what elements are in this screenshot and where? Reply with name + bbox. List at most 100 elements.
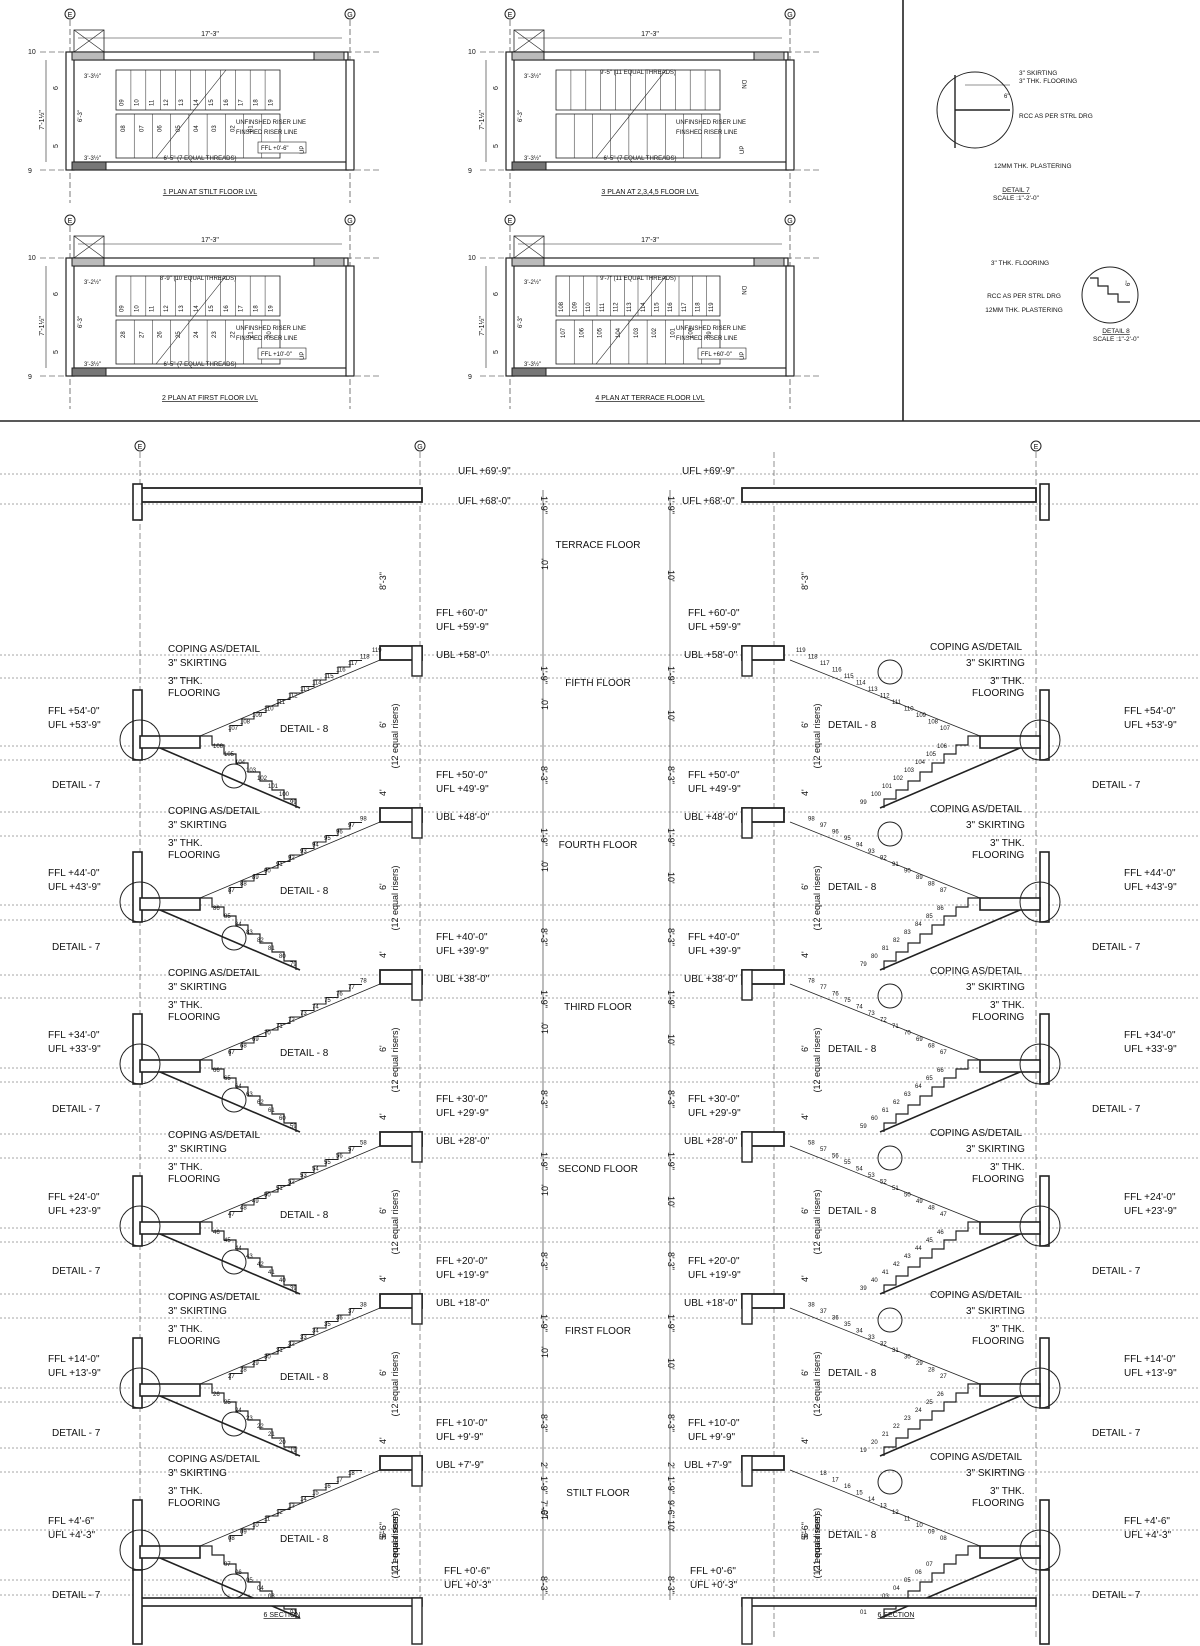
tread-number-upper: 14 <box>194 99 200 106</box>
beam-left <box>411 1131 423 1163</box>
wall-left <box>132 1175 143 1247</box>
flight-lower <box>555 113 721 159</box>
detail-7-label-left: DETAIL - 7 <box>52 942 101 953</box>
flight-line-right-upper <box>789 1469 981 1547</box>
stilt-dim-2-left: 2' <box>539 1462 549 1469</box>
coping-note-right: COPING AS/DETAIL <box>930 966 1022 977</box>
tread-number-lower-left: 45 <box>224 1238 231 1244</box>
tread-number-lower-left: 64 <box>235 1084 242 1090</box>
tread-number-lower-right: 20 <box>871 1440 878 1446</box>
detail-7-circle-left <box>119 1043 161 1085</box>
tread-number-lower-right: 84 <box>915 922 922 928</box>
tread-number-upper-left: 111 <box>276 700 286 706</box>
dim-6-right: 6' <box>800 1207 810 1214</box>
flight-line-right-upper <box>789 1145 981 1223</box>
tread-number-upper: 13 <box>179 305 185 312</box>
tread-number-upper-right: 67 <box>940 1050 947 1056</box>
dim-4-right: 4' <box>800 1113 810 1120</box>
detail-8-circle-left <box>221 1087 247 1113</box>
tread-number-upper-right: 109 <box>916 713 927 719</box>
tread-number-lower-left: 66 <box>213 1068 220 1074</box>
dim-6-left: 6' <box>378 1531 388 1538</box>
beam-right <box>741 1293 753 1325</box>
detail-8-circle-right <box>877 659 903 685</box>
tread-number-lower-left: 86 <box>213 906 220 912</box>
tread-number-lower-right: 85 <box>926 914 933 920</box>
tread-number-upper-left: 98 <box>360 817 367 823</box>
tread-number-lower-right: 41 <box>882 1270 889 1276</box>
tread-number-upper-left: 93 <box>300 849 307 855</box>
mid-ffl-right: FFL +34'-0" <box>1124 1030 1176 1041</box>
tread-number-upper-left: 107 <box>228 726 239 732</box>
tread-number-upper-left: 112 <box>288 694 298 700</box>
row-label-9: 9 <box>28 374 32 381</box>
cut-line <box>155 275 227 365</box>
tread-number-upper-right: 53 <box>868 1173 875 1179</box>
dim-width: 17'-3" <box>201 237 219 244</box>
detail-8-label-left: DETAIL - 8 <box>280 1210 329 1221</box>
run-lower: 6'-5" (7 EQUAL THREADS) <box>604 156 677 162</box>
dim-1-9-left: 1'-9" <box>539 828 549 846</box>
tread-number-upper-right: 09 <box>928 1530 935 1536</box>
dim-4-right: 4' <box>800 1275 810 1282</box>
terrace-floor-label: TERRACE FLOOR <box>555 540 640 551</box>
tread-number-lower-right: 80 <box>871 954 878 960</box>
mid-landing-right <box>979 1221 1041 1235</box>
flight-soffit-left-lower <box>159 1071 301 1133</box>
dim-8-3-left: 8'-3" <box>539 1414 549 1432</box>
base-ufl-right: UFL +0'-3" <box>690 1580 738 1591</box>
tread-number-lower: 26 <box>158 331 164 338</box>
tread-number-upper: 10 <box>134 305 140 312</box>
tread-number-upper-left: 38 <box>360 1303 367 1309</box>
tread-number-lower-right: 101 <box>882 784 893 790</box>
tread-number-lower-left: 22 <box>257 1424 264 1430</box>
dim-top: 3'-2½" <box>524 279 541 286</box>
tread-number-lower: 99 <box>707 331 713 338</box>
tread-number-upper-right: 37 <box>820 1309 827 1315</box>
flooring-note-left-1: 3" THK. <box>168 1000 203 1011</box>
dim-10-left: 10' <box>540 1508 550 1520</box>
tread-number-upper-right: 114 <box>856 681 866 687</box>
lift-cross-b <box>513 29 545 53</box>
mid-landing-right <box>979 1383 1041 1397</box>
wall-right <box>785 265 795 377</box>
tread-number-lower-right: 81 <box>882 946 889 952</box>
detail-8-circle-right <box>877 1469 903 1495</box>
flooring-note-left-1: 3" THK. <box>168 1324 203 1335</box>
wall-bottom <box>511 367 789 377</box>
dim-10-right: 10' <box>666 872 676 884</box>
tread-number-upper-left: 94 <box>312 843 319 849</box>
tread-number-lower-left: 21 <box>268 1432 275 1438</box>
detail-7-label-right: DETAIL - 7 <box>1092 1104 1141 1115</box>
tread-number-upper-left: 73 <box>300 1011 307 1017</box>
tread-number-lower: 22 <box>230 331 236 338</box>
dim-8-3-left: 8'-3" <box>539 1090 549 1108</box>
landing-ufl-left: UFL +19'-9" <box>436 1270 489 1281</box>
note-finished-riser: FINSHED RISER LINE <box>236 130 297 136</box>
flooring-note-left-1: 3" THK. <box>168 676 203 687</box>
tread-number-lower-right: 07 <box>926 1562 933 1568</box>
tread-number-lower-left: 65 <box>224 1076 231 1082</box>
detail-8-label-right: DETAIL - 8 <box>828 720 877 731</box>
tread-number-upper-left: 09 <box>240 1530 247 1536</box>
tread-number-upper-left: 51 <box>276 1186 283 1192</box>
tread-number-lower-left: 04 <box>257 1586 264 1592</box>
skirting-note-left: 3" SKIRTING <box>168 1468 227 1479</box>
flight-line-right-upper <box>789 1307 981 1385</box>
row-label-5: 5 <box>53 144 60 148</box>
tread-number-lower-left: 80 <box>279 954 286 960</box>
tread-number-lower-right: 26 <box>937 1392 944 1398</box>
steps-right-lower <box>883 897 980 970</box>
section-grid-label-g: G <box>417 444 422 451</box>
flight-soffit-left-lower <box>159 1395 301 1457</box>
mid-ufl-left: UFL +43'-9" <box>48 882 101 893</box>
mid-ufl-right: UFL +43'-9" <box>1124 882 1177 893</box>
tread-number-upper-left: 50 <box>264 1193 271 1199</box>
tread-number-upper-right: 94 <box>856 843 863 849</box>
tread-number-lower-right: 102 <box>893 776 904 782</box>
detail-8-label-right: DETAIL - 8 <box>828 1368 877 1379</box>
plan-title: 3 PLAN AT 2,3,4,5 FLOOR LVL <box>601 189 698 196</box>
landing-ffl-left: FFL +40'-0" <box>436 932 488 943</box>
flight-soffit-right-lower <box>879 1233 1021 1295</box>
